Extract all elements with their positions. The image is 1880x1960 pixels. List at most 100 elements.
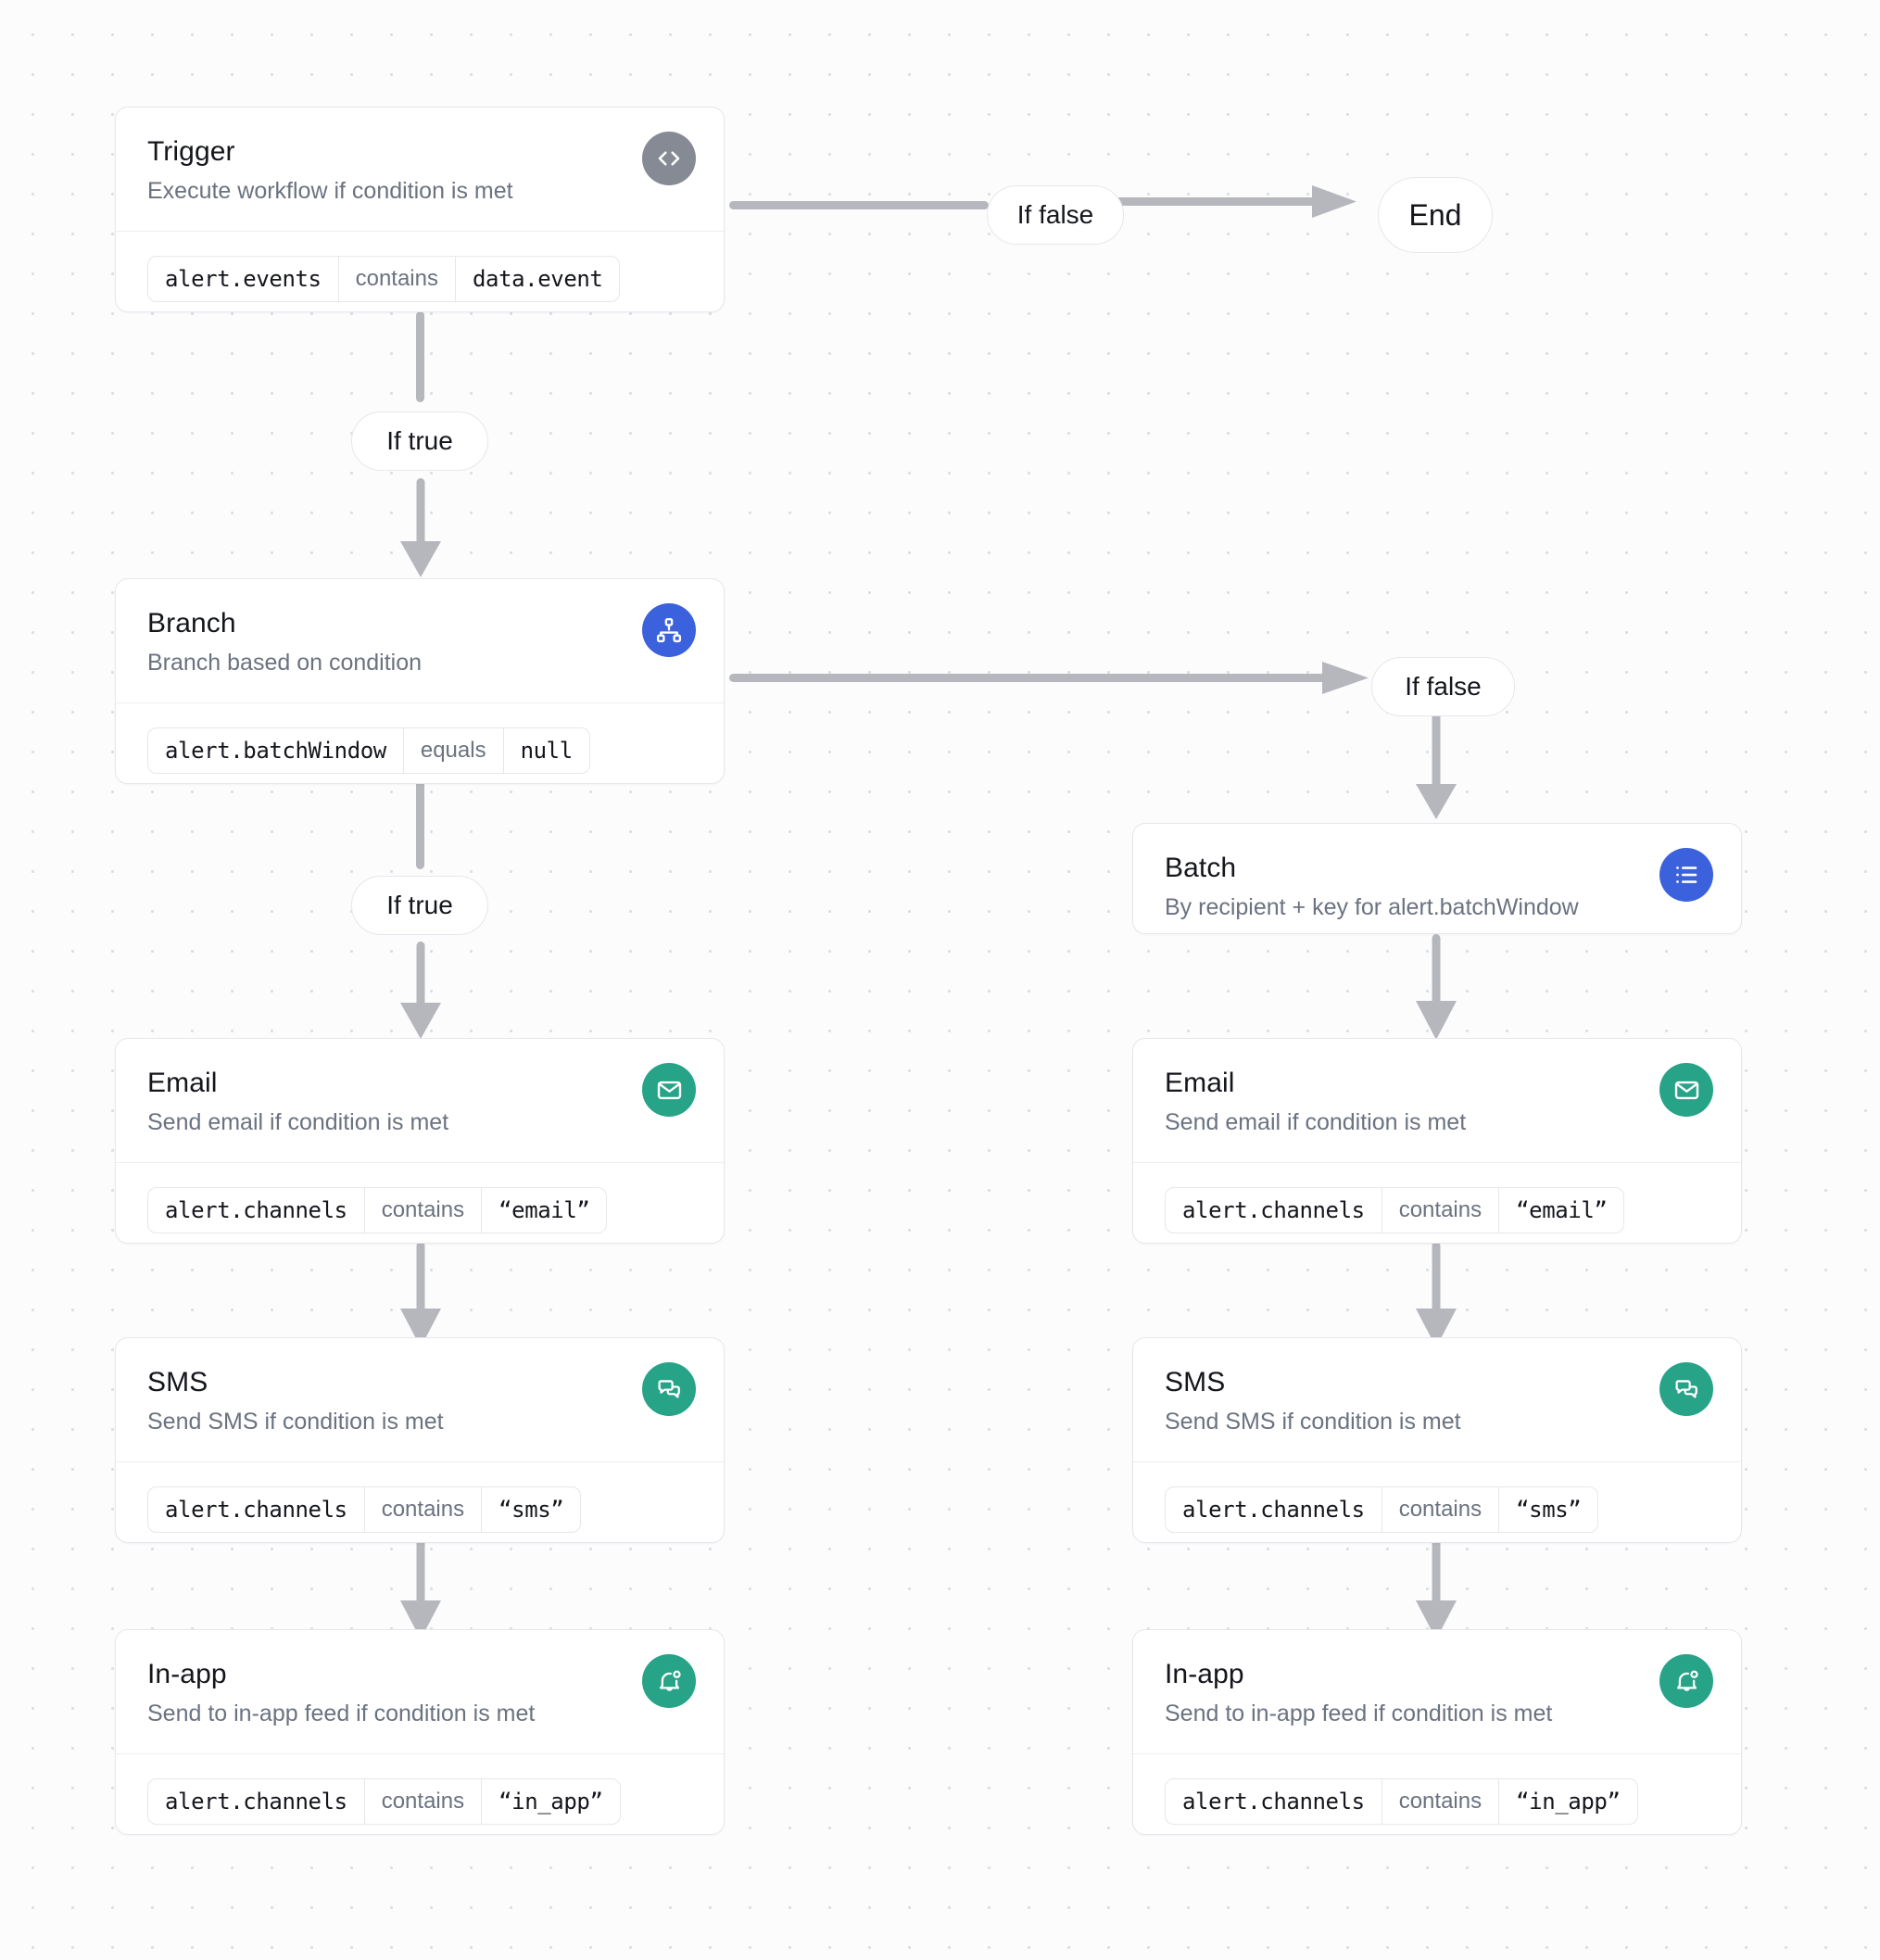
condition-operator: contains (1381, 1779, 1500, 1824)
condition-field: alert.events (165, 266, 322, 292)
edge-sms-to-inapp-left (398, 1534, 443, 1643)
list-icon (1659, 848, 1713, 902)
edge-if-false-to-end (1114, 182, 1366, 222)
condition-value: “sms” (498, 1497, 564, 1523)
node-inapp-left-subtitle: Send to in-app feed if condition is met (147, 1701, 536, 1726)
node-batch-title: Batch (1165, 853, 1237, 883)
edge-email-to-sms-left (398, 1242, 443, 1351)
node-trigger-header: Trigger Execute workflow if condition is… (116, 107, 724, 231)
node-email-left-subtitle: Send email if condition is met (147, 1109, 449, 1135)
edge-sms-to-inapp-right (1414, 1534, 1458, 1643)
edge-if-false-to-batch (1414, 712, 1458, 823)
condition-value: data.event (472, 266, 603, 292)
edge-branch-to-if-true (411, 780, 430, 869)
condition-chip[interactable]: alert.channels contains “email” (1165, 1187, 1625, 1233)
node-trigger-subtitle: Execute workflow if condition is met (147, 178, 513, 204)
condition-value: “sms” (1516, 1497, 1582, 1523)
condition-operator: equals (402, 728, 504, 773)
node-trigger-body: alert.events contains data.event (116, 231, 724, 311)
condition-field: alert.batchWindow (165, 738, 386, 764)
sitemap-icon (642, 603, 696, 657)
condition-chip[interactable]: alert.events contains data.event (147, 256, 621, 302)
edge-batch-to-email-right (1414, 934, 1458, 1043)
node-inapp-left-header: In-app Send to in-app feed if condition … (116, 1630, 724, 1753)
node-batch[interactable]: Batch By recipient + key for alert.batch… (1132, 823, 1742, 934)
node-batch-header: Batch By recipient + key for alert.batch… (1133, 824, 1741, 933)
edge-trigger-to-if-true (411, 311, 430, 402)
chat-bubbles-icon (642, 1362, 696, 1416)
node-sms-right-title: SMS (1165, 1367, 1226, 1397)
node-branch-header: Branch Branch based on condition (116, 579, 724, 702)
condition-value: “in_app” (498, 1789, 603, 1815)
node-sms-left-subtitle: Send SMS if condition is met (147, 1409, 444, 1435)
node-email-left-header: Email Send email if condition is met (116, 1039, 724, 1162)
node-branch-body: alert.batchWindow equals null (116, 702, 724, 783)
node-email-left-body: alert.channels contains “email” (116, 1162, 724, 1243)
node-inapp-right-title: In-app (1165, 1659, 1244, 1689)
condition-chip[interactable]: alert.batchWindow equals null (147, 727, 590, 774)
node-email-left-title: Email (147, 1068, 218, 1098)
node-inapp-left-title: In-app (147, 1659, 227, 1689)
node-inapp-right-subtitle: Send to in-app feed if condition is met (1165, 1701, 1553, 1726)
condition-field: alert.channels (165, 1197, 347, 1223)
node-email-right-header: Email Send email if condition is met (1133, 1039, 1741, 1162)
condition-operator: contains (337, 257, 456, 301)
edge-if-true-to-email-left (398, 942, 443, 1042)
node-email-right[interactable]: Email Send email if condition is met ale… (1132, 1038, 1742, 1244)
node-inapp-right[interactable]: In-app Send to in-app feed if condition … (1132, 1629, 1742, 1835)
node-sms-right-subtitle: Send SMS if condition is met (1165, 1409, 1461, 1435)
condition-field: alert.channels (1182, 1789, 1365, 1815)
condition-field: alert.channels (1182, 1497, 1365, 1523)
node-inapp-left[interactable]: In-app Send to in-app feed if condition … (115, 1629, 725, 1835)
node-email-right-body: alert.channels contains “email” (1133, 1162, 1741, 1243)
bell-dot-icon (642, 1654, 696, 1708)
condition-operator: contains (1381, 1188, 1500, 1233)
node-sms-right-header: SMS Send SMS if condition is met (1133, 1338, 1741, 1461)
condition-field: alert.channels (165, 1789, 347, 1815)
condition-value: “email” (1516, 1197, 1608, 1223)
code-icon (642, 132, 696, 185)
edge-label-branch-if-true[interactable]: If true (351, 876, 488, 935)
edge-email-to-sms-right (1414, 1242, 1458, 1351)
node-email-right-subtitle: Send email if condition is met (1165, 1109, 1467, 1135)
condition-operator: contains (363, 1487, 483, 1532)
node-sms-left-body: alert.channels contains “sms” (116, 1461, 724, 1542)
condition-operator: contains (363, 1188, 483, 1233)
condition-field: alert.channels (1182, 1197, 1365, 1223)
edge-trigger-to-if-false (729, 196, 989, 215)
node-sms-left-header: SMS Send SMS if condition is met (116, 1338, 724, 1461)
condition-operator: contains (363, 1779, 483, 1824)
condition-operator: contains (1381, 1487, 1500, 1532)
node-trigger-title: Trigger (147, 136, 235, 167)
node-trigger[interactable]: Trigger Execute workflow if condition is… (115, 107, 725, 312)
condition-field: alert.channels (165, 1497, 347, 1523)
condition-value: “in_app” (1516, 1789, 1621, 1815)
node-sms-right-body: alert.channels contains “sms” (1133, 1461, 1741, 1542)
node-email-right-title: Email (1165, 1068, 1235, 1098)
condition-value: “email” (498, 1197, 590, 1223)
node-inapp-left-body: alert.channels contains “in_app” (116, 1753, 724, 1834)
condition-chip[interactable]: alert.channels contains “sms” (1165, 1486, 1599, 1533)
node-email-left[interactable]: Email Send email if condition is met ale… (115, 1038, 725, 1244)
node-inapp-right-body: alert.channels contains “in_app” (1133, 1753, 1741, 1834)
condition-chip[interactable]: alert.channels contains “in_app” (147, 1778, 621, 1825)
condition-chip[interactable]: alert.channels contains “sms” (147, 1486, 582, 1533)
condition-chip[interactable]: alert.channels contains “email” (147, 1187, 608, 1233)
node-batch-subtitle: By recipient + key for alert.batchWindow (1165, 894, 1579, 920)
condition-value: null (520, 738, 574, 764)
bell-dot-icon (1659, 1654, 1713, 1708)
node-sms-right[interactable]: SMS Send SMS if condition is met alert.c… (1132, 1337, 1742, 1543)
node-branch[interactable]: Branch Branch based on condition alert.b… (115, 578, 725, 784)
condition-chip[interactable]: alert.channels contains “in_app” (1165, 1778, 1638, 1825)
node-end[interactable]: End (1378, 177, 1493, 253)
node-branch-title: Branch (147, 608, 236, 639)
node-inapp-right-header: In-app Send to in-app feed if condition … (1133, 1630, 1741, 1753)
chat-bubbles-icon (1659, 1362, 1713, 1416)
edge-label-branch-if-false[interactable]: If false (1371, 657, 1515, 716)
envelope-icon (1659, 1063, 1713, 1117)
edge-if-true-to-branch (398, 478, 443, 580)
edge-label-trigger-if-false[interactable]: If false (987, 185, 1124, 245)
node-sms-left[interactable]: SMS Send SMS if condition is met alert.c… (115, 1337, 725, 1543)
edge-label-trigger-if-true[interactable]: If true (351, 411, 488, 471)
